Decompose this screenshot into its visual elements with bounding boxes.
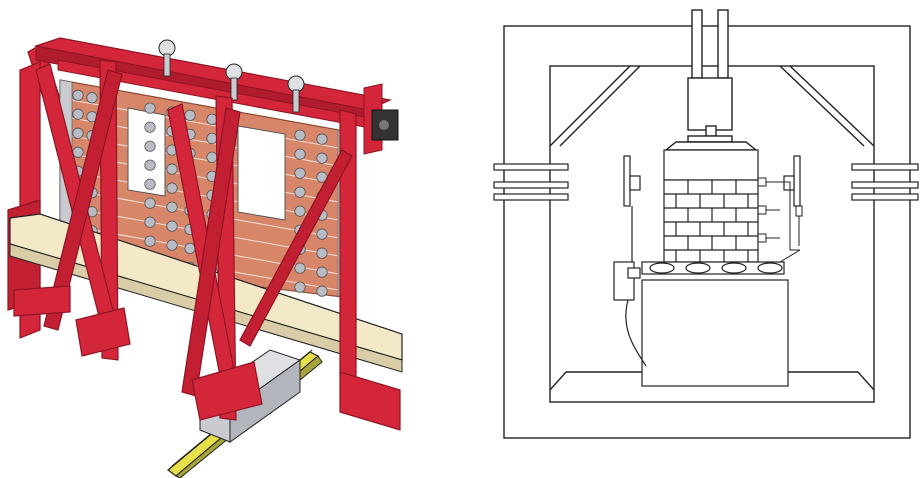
masonry-prism [663,149,759,263]
bolt [144,235,156,247]
bolt [144,197,156,209]
bolt [72,108,84,120]
bolt [72,146,84,158]
bolt [294,129,306,141]
bolt [144,216,156,228]
bolt [316,133,328,145]
bolt [316,152,328,164]
bolt [166,201,178,213]
bolt [166,220,178,232]
outer-frame [503,25,911,439]
bolt [316,228,328,240]
left-lvdt [613,206,647,367]
bolt [294,281,306,293]
bolt [206,113,218,125]
base-plate [641,261,789,387]
bolt [72,89,84,101]
bolt [206,132,218,144]
top-actuator [664,9,758,151]
left-panel-3d-rig [7,37,403,478]
bolt [166,163,178,175]
bolt [294,186,306,198]
bolt [294,205,306,217]
front-frame-left [13,59,131,361]
front-frame-right [167,95,401,431]
bolt [144,102,156,114]
bolt [166,239,178,251]
bolt [144,121,156,133]
bolt [316,285,328,297]
bolt [316,247,328,259]
bolt [144,159,156,171]
right-bracket [363,83,399,155]
bolt [294,262,306,274]
bolt [86,92,98,104]
load-hangers [158,39,305,113]
inner-frame [549,65,875,403]
bolt [206,151,218,163]
bolt [144,178,156,190]
bolt [316,266,328,278]
sensor-wiring [757,177,803,263]
bolt [72,127,84,139]
bolt [166,182,178,194]
bolt [294,148,306,160]
bolt [144,140,156,152]
side-rods [493,155,919,207]
bolt [184,109,196,122]
bolt [294,167,306,179]
bolt [184,242,196,254]
top-beam [33,37,392,129]
